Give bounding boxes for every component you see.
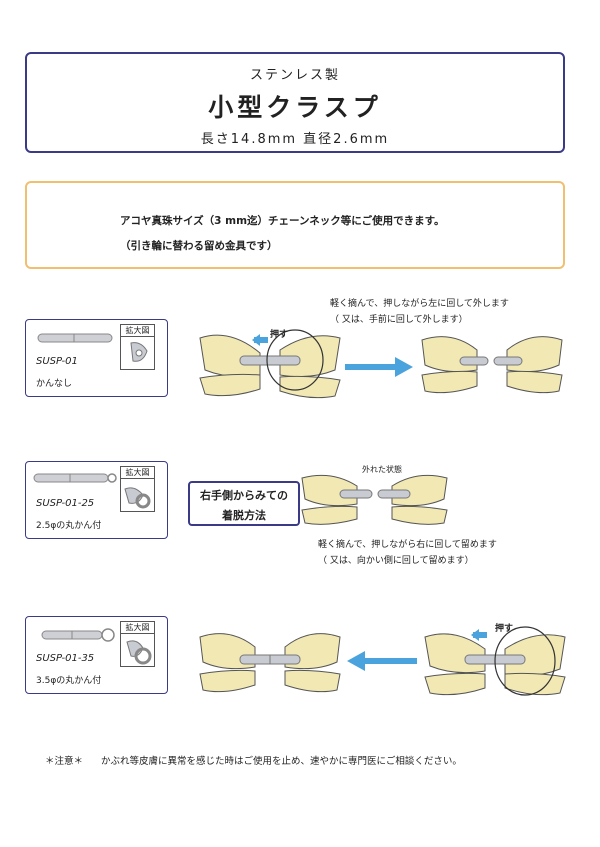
caution-mark: ＊注意＊ bbox=[45, 756, 84, 767]
zoom-view: 拡大図 bbox=[120, 466, 155, 512]
title-subtitle: ステンレス製 bbox=[249, 68, 340, 83]
zoom-view: 拡大図 bbox=[120, 621, 155, 667]
hands-remove-illustration bbox=[199, 329, 341, 399]
hands-push-attach-illustration bbox=[424, 626, 566, 696]
push-label: 押す bbox=[270, 330, 289, 340]
remove-instruction-line2: （ 又は、手前に回して外します） bbox=[330, 315, 468, 325]
caution-footer: ＊注意＊ かぶれ等皮膚に異常を感じた時はご使用を止め、速やかに専門医にご相談くださ… bbox=[45, 753, 462, 767]
method-line2: 着脱方法 bbox=[222, 509, 266, 522]
product-card-susp-01: 拡大図 SUSP-01 かんなし bbox=[25, 319, 168, 397]
page-title: 小型クラスプ bbox=[208, 93, 382, 122]
arrow-left-icon bbox=[347, 651, 417, 671]
usage-note-line1: アコヤ真珠サイズ（3 mm迄）チェーンネック等にご使用できます。 bbox=[120, 215, 445, 227]
caution-text: かぶれ等皮膚に異常を感じた時はご使用を止め、速やかに専門医にご相談ください。 bbox=[101, 756, 462, 767]
product-desc: かんなし bbox=[36, 379, 73, 389]
product-desc: 3.5φの丸かん付 bbox=[36, 676, 102, 686]
detached-label: 外れた状態 bbox=[362, 465, 402, 474]
clasp-illustration bbox=[41, 628, 115, 642]
hands-detached-illustration bbox=[301, 474, 448, 525]
product-code: SUSP-01-25 bbox=[36, 498, 95, 509]
method-box: 右手側からみての 着脱方法 bbox=[188, 481, 300, 526]
zoom-label: 拡大図 bbox=[121, 325, 154, 337]
clasp-zoom-icon bbox=[124, 487, 151, 509]
usage-note-line2: （引き輪に替わる留め金具です） bbox=[120, 240, 278, 252]
push-label: 押す bbox=[495, 624, 514, 634]
clasp-zoom-icon bbox=[130, 342, 148, 362]
product-desc: 2.5φの丸かん付 bbox=[36, 521, 102, 531]
attach-instruction-line1: 軽く摘んで、押しながら右に回して留めます bbox=[318, 540, 497, 550]
attach-instruction-line2: （ 又は、向かい側に回して留めます） bbox=[318, 556, 474, 566]
clasp-zoom-icon bbox=[126, 640, 152, 665]
usage-note-box: アコヤ真珠サイズ（3 mm迄）チェーンネック等にご使用できます。 （引き輪に替わ… bbox=[25, 181, 565, 269]
hands-separated-illustration bbox=[421, 336, 563, 394]
method-line1: 右手側からみての bbox=[200, 489, 288, 502]
clasp-illustration bbox=[37, 333, 113, 343]
clasp-illustration bbox=[33, 473, 117, 483]
product-code: SUSP-01 bbox=[36, 356, 78, 367]
remove-instruction-line1: 軽く摘んで、押しながら左に回して外します bbox=[330, 299, 509, 309]
arrow-right-icon bbox=[345, 357, 413, 377]
title-box: ステンレス製 小型クラスプ 長さ14.8mm 直径2.6mm bbox=[25, 52, 565, 153]
product-card-susp-01-25: 拡大図 SUSP-01-25 2.5φの丸かん付 bbox=[25, 461, 168, 539]
product-code: SUSP-01-35 bbox=[36, 653, 95, 664]
hands-attached-illustration bbox=[199, 633, 341, 693]
product-card-susp-01-35: 拡大図 SUSP-01-35 3.5φの丸かん付 bbox=[25, 616, 168, 694]
zoom-label: 拡大図 bbox=[121, 467, 154, 479]
zoom-label: 拡大図 bbox=[121, 622, 154, 634]
title-spec: 長さ14.8mm 直径2.6mm bbox=[200, 132, 390, 147]
zoom-view: 拡大図 bbox=[120, 324, 155, 370]
